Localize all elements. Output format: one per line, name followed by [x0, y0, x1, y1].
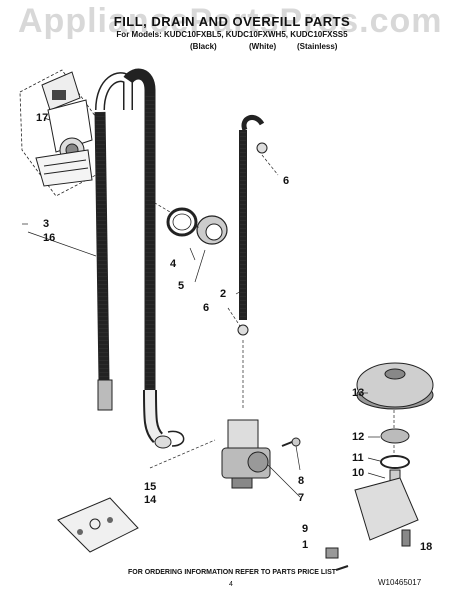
callout-7: 7 [298, 492, 305, 504]
callout-12: 12 [352, 431, 365, 443]
callout-5: 5 [178, 280, 185, 292]
document-number: W10465017 [378, 578, 422, 587]
callout-18: 18 [420, 541, 433, 553]
float-assembly [325, 362, 434, 571]
o-ring [166, 207, 198, 237]
screw [281, 437, 301, 447]
callout-3: 3 [43, 218, 50, 230]
callout-14: 14 [144, 494, 157, 506]
callout-6-top: 6 [283, 175, 290, 187]
callout-6-bottom: 6 [203, 302, 210, 314]
page-number: 4 [229, 581, 233, 588]
callout-4: 4 [170, 258, 177, 270]
water-inlet-valve [221, 419, 271, 489]
variant-black: (Black) [190, 42, 217, 51]
parts-bag [57, 497, 139, 553]
callout-10: 10 [352, 467, 365, 479]
callout-1: 1 [302, 539, 309, 551]
callout-8: 8 [298, 475, 305, 487]
callout-15: 15 [144, 481, 157, 493]
callout-16: 16 [43, 232, 56, 244]
air-gap-assembly [19, 69, 99, 197]
ordering-info: FOR ORDERING INFORMATION REFER TO PARTS … [127, 569, 337, 576]
model-list: For Models: KUDC10FXBL5, KUDC10FXWH5, KU… [116, 30, 348, 39]
variant-stainless: (Stainless) [297, 42, 338, 51]
variant-white: (White) [249, 42, 277, 51]
callout-lines [22, 117, 386, 498]
page-title: FILL, DRAIN AND OVERFILL PARTS [113, 14, 351, 29]
grommet [196, 215, 228, 245]
callout-11: 11 [352, 452, 364, 464]
callout-2: 2 [220, 288, 227, 300]
drain-hose-elbow [123, 68, 185, 449]
watermark-logo: AppliancePartsPros.com [18, 2, 443, 40]
callout-13: 13 [352, 387, 365, 399]
callout-9: 9 [302, 523, 309, 535]
drain-hose [94, 72, 133, 411]
fill-hose [237, 114, 268, 336]
callout-17: 17 [36, 112, 49, 124]
